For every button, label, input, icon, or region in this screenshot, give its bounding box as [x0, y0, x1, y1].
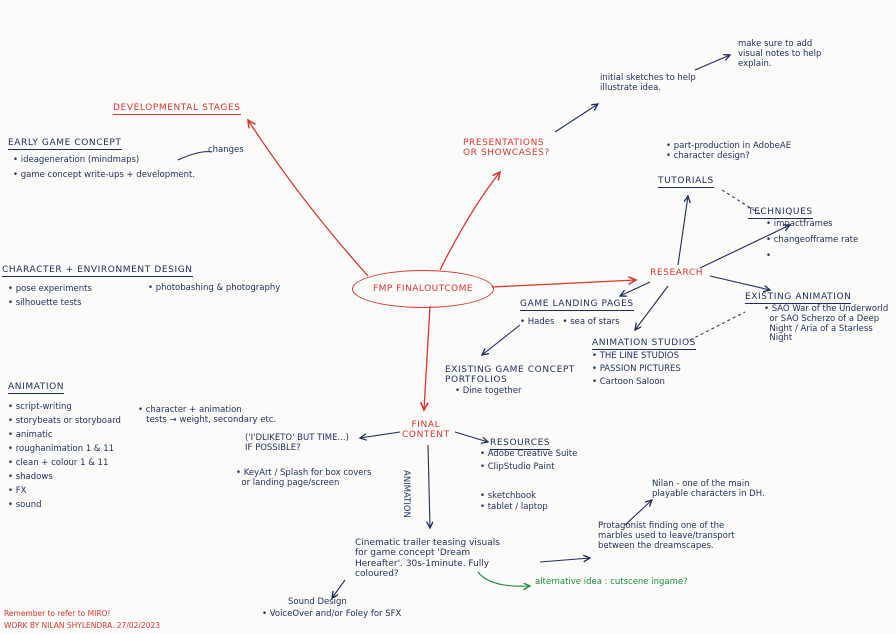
- dashed-studios-existing: [689, 311, 746, 341]
- arrow-to-sound: [332, 579, 346, 598]
- game-landing-items: • Hades • sea of stars: [520, 317, 620, 327]
- techniques-title: TECHNIQUES: [748, 207, 813, 220]
- early-item-1: • ideageneration (mindmaps): [13, 155, 140, 165]
- if-time-note: ('I'DLIKETO' BUT TIME...) IF POSSIBLE?: [245, 433, 349, 453]
- resource-item-5: • tablet / laptop: [480, 502, 548, 512]
- sound-design-title: Sound Design: [288, 597, 347, 607]
- existing-game-title: EXISTING GAME CONCEPT PORTFOLIOS: [445, 365, 575, 386]
- existing-animation-items: • SAO War of the Underworld or SAO Scher…: [764, 304, 889, 344]
- animation-item-4: • roughanimation 1 & 11: [8, 444, 115, 454]
- photobashing-item: • photobashing & photography: [148, 283, 281, 293]
- existing-animation-title: EXISTING ANIMATION: [745, 292, 852, 305]
- center-node: FMP FINALOUTCOME: [352, 270, 494, 308]
- animation-item-8: • sound: [8, 500, 42, 510]
- technique-item-3: •: [766, 251, 772, 261]
- animation-item-7: • FX: [8, 486, 27, 496]
- arrow-to-presentations: [439, 172, 500, 271]
- character-item-2: • silhouette tests: [8, 298, 82, 308]
- arrow-to-nilan: [624, 500, 652, 526]
- voiceover-item: • VoiceOver and/or Foley for SFX: [262, 609, 402, 619]
- initial-sketches-note: initial sketches to help illustrate idea…: [600, 73, 696, 93]
- animation-tests-item: • character + animation tests → weight, …: [138, 405, 277, 425]
- nilan-note: Nilan - one of the main playable charact…: [652, 479, 765, 499]
- tutorials-title: TUTORIALS: [658, 176, 714, 189]
- arrow-to-final-content: [424, 305, 431, 410]
- resource-item-1: • Adobe Creative Suite: [480, 449, 578, 459]
- changes-note: changes: [208, 145, 244, 155]
- arrow-to-alternative: [477, 571, 530, 586]
- arrow-to-visual-notes: [694, 55, 730, 71]
- animation-item-5: • clean + colour 1 & 11: [8, 458, 109, 468]
- alternative-idea-note: alternative idea : cutscene ingame?: [535, 577, 688, 587]
- animation-studios-title: ANIMATION STUDIOS: [592, 338, 696, 351]
- animation-item-3: • animatic: [8, 430, 53, 440]
- arrow-to-existing-animation: [709, 275, 770, 290]
- character-item-1: • pose experiments: [8, 284, 92, 294]
- early-game-concept-title: EARLY GAME CONCEPT: [8, 138, 122, 151]
- arrow-to-developmental: [248, 120, 369, 277]
- arrow-to-studios: [635, 285, 669, 330]
- technique-item-2: • changeofframe rate: [766, 235, 859, 245]
- research-title: RESEARCH: [650, 268, 704, 278]
- arrow-to-tutorials: [677, 196, 688, 266]
- arrow-to-resources: [454, 431, 488, 442]
- resources-title: RESOURCES: [490, 438, 551, 451]
- arrow-to-trailer: [428, 444, 430, 528]
- animation-item-6: • shadows: [8, 472, 53, 482]
- arrow-to-game-landing: [620, 281, 651, 296]
- final-content-title: FINAL CONTENT: [402, 420, 450, 441]
- character-environment-title: CHARACTER + ENVIRONMENT DESIGN: [2, 265, 193, 278]
- arrow-to-sketches: [554, 104, 598, 133]
- arrow-to-if-time: [360, 431, 401, 438]
- tutorials-items: • part-production in AdobeAE • character…: [666, 141, 792, 161]
- game-landing-title: GAME LANDING PAGES: [520, 299, 634, 312]
- animation-item-2: • storybeats or storyboard: [8, 416, 121, 426]
- studio-item-1: • THE LINE STUDIOS: [592, 351, 679, 361]
- animation-title: ANIMATION: [8, 382, 65, 395]
- studio-item-2: • PASSION PICTURES: [592, 364, 681, 374]
- animation-vertical-label: ANIMATION: [401, 470, 411, 518]
- arrow-to-changes: [177, 151, 213, 161]
- key-art-item: • KeyArt / Splash for box covers or land…: [236, 468, 372, 488]
- studio-item-3: • Cartoon Saloon: [592, 377, 665, 387]
- dashed-tutorials-techniques: [721, 189, 761, 215]
- miro-reminder: Remember to refer to MIRO!: [4, 609, 111, 618]
- trailer-text: Cinematic trailer teasing visuals for ga…: [355, 538, 500, 580]
- arrow-to-techniques: [699, 225, 790, 269]
- resource-item-4: • sketchbook: [480, 491, 537, 501]
- presentations-title: PRESENTATIONS OR SHOWCASES?: [463, 138, 550, 159]
- visual-notes-note: make sure to add visual notes to help ex…: [738, 39, 822, 69]
- arrow-to-protagonist: [539, 558, 590, 563]
- credit-line: WORK BY NILAN SHYLENDRA. 27/02/2023: [4, 621, 161, 630]
- existing-game-items: • Dine together: [455, 386, 522, 396]
- technique-item-1: • impactframes: [766, 219, 833, 229]
- early-item-2: • game concept write-ups + development.: [13, 170, 196, 180]
- arrow-to-existing-game: [482, 324, 521, 355]
- protagonist-note: Protagonist finding one of the marbles u…: [598, 521, 735, 551]
- arrow-to-research: [491, 280, 636, 288]
- developmental-stages-title: DEVELOPMENTAL STAGES: [113, 103, 241, 116]
- resource-item-2: • ClipStudio Paint: [480, 462, 555, 472]
- animation-item-1: • script-writing: [8, 402, 72, 412]
